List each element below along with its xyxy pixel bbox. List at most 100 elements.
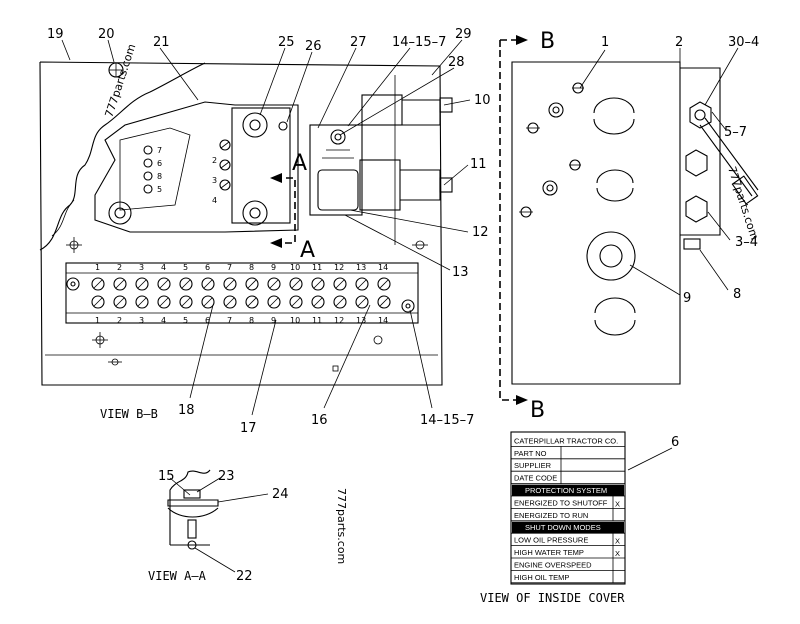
terminal-number-top: 11 (312, 263, 322, 272)
terminal-screw (289, 295, 303, 309)
terminal-screw-slot (269, 297, 279, 307)
terminal-screw-slot (357, 279, 367, 289)
terminal-screw-slot (159, 279, 169, 289)
terminal-screw-slot (115, 297, 125, 307)
terminal-screw-slot (203, 297, 213, 307)
callout-14-15-7-bottom: 14–15–7 (420, 413, 474, 428)
relay-terminal-5: 5 (157, 185, 162, 194)
terminal-screw (113, 277, 127, 291)
terminal-screw-slot (225, 279, 235, 289)
terminal-screw (311, 277, 325, 291)
terminal-screw-slot (335, 297, 345, 307)
terminal-number-top: 1 (95, 263, 100, 272)
relay-terminal-2: 2 (212, 156, 217, 165)
terminal-screw-slot (313, 297, 323, 307)
callout-30-4: 30–4 (728, 35, 759, 50)
terminal-screw-slot (247, 297, 257, 307)
callout-20: 20 (98, 27, 115, 42)
plate-row-label: HIGH OIL TEMP (514, 573, 569, 582)
cover-assembly: B B (499, 29, 759, 423)
terminal-number-bottom: 6 (205, 316, 210, 325)
terminal-number-bottom: 13 (356, 316, 366, 325)
terminal-screw (333, 295, 347, 309)
terminal-number-bottom: 5 (183, 316, 188, 325)
terminal-number-top: 3 (139, 263, 144, 272)
callout-1: 1 (601, 35, 609, 50)
terminal-screw (377, 277, 391, 291)
leader-lines (61, 39, 739, 573)
relay-terminal-4: 4 (212, 196, 217, 205)
callout-10: 10 (474, 93, 491, 108)
section-marker-b-top: B (540, 29, 555, 54)
terminal-number-bottom: 11 (312, 316, 322, 325)
terminal-number-bottom: 14 (378, 316, 388, 325)
terminal-screw (311, 295, 325, 309)
terminal-screw (135, 277, 149, 291)
section-marker-a-bottom: A (300, 238, 315, 263)
section-marker-b-bottom: B (530, 398, 545, 423)
callout-8: 8 (733, 287, 741, 302)
callout-3-4: 3–4 (735, 235, 758, 250)
terminal-screw-slot (115, 279, 125, 289)
plate-row-label: PROTECTION SYSTEM (525, 486, 607, 495)
plate-row-label: ENERGIZED TO SHUTOFF (514, 498, 608, 507)
terminal-screw (289, 277, 303, 291)
plate-row-label: SUPPLIER (514, 461, 552, 470)
callout-15: 15 (158, 469, 175, 484)
terminal-screw (91, 277, 105, 291)
section-marker-a-top: A (292, 151, 307, 176)
watermark-center: 777parts.com (335, 488, 348, 564)
terminal-strip: 1 2 3 4 5 6 7 8 9 10 11 12 13 14 1 2 3 4… (65, 262, 419, 325)
terminal-screw (179, 295, 193, 309)
plate-row-label: ENERGIZED TO RUN (514, 511, 588, 520)
callout-9: 9 (683, 291, 691, 306)
terminal-number-bottom: 12 (334, 316, 344, 325)
terminal-screw-slot (247, 279, 257, 289)
callout-6: 6 (671, 435, 679, 450)
terminal-screw (333, 277, 347, 291)
terminal-screw-slot (269, 279, 279, 289)
callout-18: 18 (178, 403, 195, 418)
terminal-number-bottom: 1 (95, 316, 100, 325)
terminal-screw-slot (335, 279, 345, 289)
relay-terminal-3: 3 (212, 176, 217, 185)
plate-row-label: ENGINE OVERSPEED (514, 560, 592, 569)
terminal-number-bottom: 3 (139, 316, 144, 325)
terminal-number-top: 2 (117, 263, 122, 272)
terminal-screw (157, 295, 171, 309)
terminal-number-top: 8 (249, 263, 254, 272)
relay-screws (143, 139, 231, 194)
callout-26: 26 (305, 39, 322, 54)
terminal-screw (267, 277, 281, 291)
plate-row-check: X (615, 499, 620, 508)
terminal-number-top: 9 (271, 263, 276, 272)
callout-17: 17 (240, 421, 257, 436)
callout-13: 13 (452, 265, 469, 280)
terminal-screw-slot (181, 279, 191, 289)
terminal-number-top: 12 (334, 263, 344, 272)
relay-terminal-7: 7 (157, 146, 162, 155)
caption-view-inside-cover: VIEW OF INSIDE COVER (480, 591, 625, 605)
terminal-screw (201, 295, 215, 309)
terminal-numbers-bottom: 1 2 3 4 5 6 7 8 9 10 11 12 13 14 (95, 316, 388, 325)
plate-row-label: PART NO (514, 449, 547, 458)
terminal-screw-slot (357, 297, 367, 307)
callout-25: 25 (278, 35, 295, 50)
terminal-screw-slot (93, 297, 103, 307)
callout-28: 28 (448, 55, 465, 70)
terminal-screw (201, 277, 215, 291)
terminal-screw (157, 277, 171, 291)
callout-14-15-7-top: 14–15–7 (392, 35, 446, 50)
panel-view-bb: 2 3 4 7 6 8 5 A A (39, 61, 453, 386)
detail-view-aa (167, 469, 219, 550)
watermark-left: 777parts.com (102, 42, 138, 119)
terminal-screw-slot (203, 279, 213, 289)
plate-row-label: DATE CODE (514, 474, 557, 483)
callout-labels: 19 20 21 25 26 27 14–15–7 29 28 10 11 12… (47, 27, 759, 584)
terminal-number-top: 10 (290, 263, 300, 272)
terminal-number-bottom: 2 (117, 316, 122, 325)
plate-row-label: LOW OIL PRESSURE (514, 536, 588, 545)
terminal-screw-slot (291, 297, 301, 307)
terminal-screw-slot (137, 297, 147, 307)
plate-row-label: CATERPILLAR TRACTOR CO. (514, 436, 618, 445)
